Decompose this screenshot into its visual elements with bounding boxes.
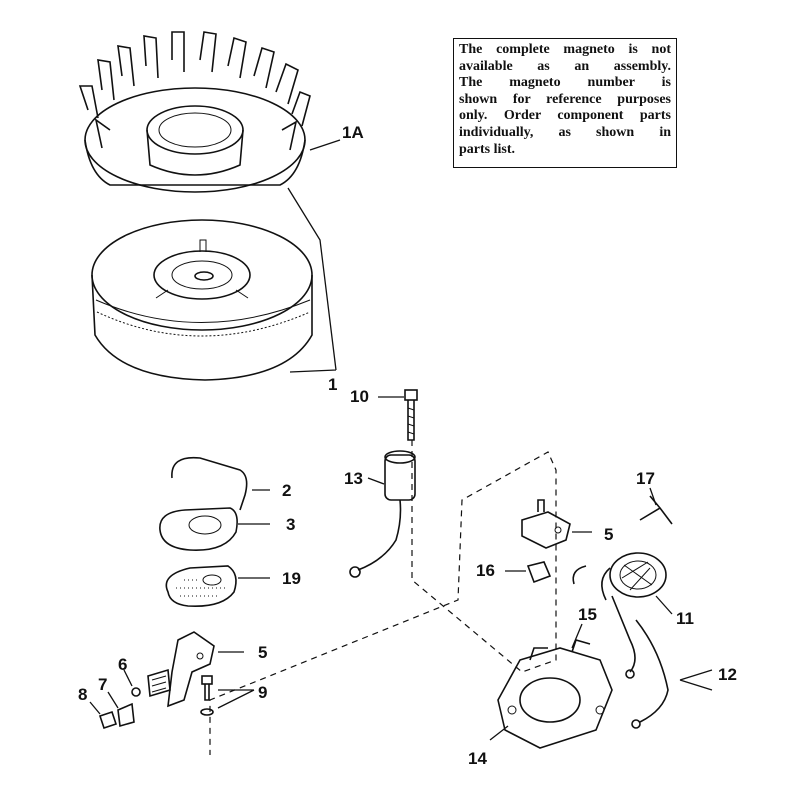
part-10-screw bbox=[378, 389, 418, 441]
callout-19: 19 bbox=[282, 569, 301, 588]
note-line-2: available as an assembly. bbox=[459, 58, 671, 74]
callout-5-upper: 5 bbox=[604, 525, 613, 544]
leader-1-1a bbox=[287, 139, 341, 373]
part-3-cover bbox=[159, 507, 270, 551]
part-11-coil bbox=[572, 552, 673, 679]
callout-labels: 1A 1 10 2 3 13 19 5 5 16 17 11 15 12 6 7… bbox=[78, 123, 737, 768]
part-14-15-base bbox=[489, 623, 613, 749]
callout-3: 3 bbox=[286, 515, 295, 534]
part-19-felt bbox=[165, 565, 270, 608]
callout-8: 8 bbox=[78, 685, 87, 704]
callout-12: 12 bbox=[718, 665, 737, 684]
note-line-5: only. Order component parts bbox=[459, 108, 671, 124]
part-13-condenser bbox=[349, 450, 416, 578]
part-1a-fan bbox=[78, 31, 311, 193]
part-8-nut bbox=[89, 701, 118, 730]
callout-16: 16 bbox=[476, 561, 495, 580]
part-7-washer bbox=[107, 691, 135, 728]
note-line-7: parts list. bbox=[459, 141, 515, 157]
note-line-1: The complete magneto is not bbox=[459, 42, 671, 57]
part-2-clip bbox=[171, 456, 270, 511]
callout-13: 13 bbox=[344, 469, 363, 488]
part-1-flywheel bbox=[91, 219, 313, 381]
callout-5-lower: 5 bbox=[258, 643, 267, 662]
part-12-leads bbox=[631, 619, 713, 729]
assembly-lines bbox=[209, 440, 557, 755]
callout-1a: 1A bbox=[342, 123, 364, 142]
note-line-6: individually, as shown in bbox=[459, 124, 671, 140]
part-6-spring bbox=[123, 668, 171, 698]
callout-1: 1 bbox=[328, 375, 337, 394]
callout-2: 2 bbox=[282, 481, 291, 500]
callout-15: 15 bbox=[578, 605, 597, 624]
part-17-clip bbox=[639, 487, 673, 525]
note-line-3: The magneto number is bbox=[459, 75, 671, 91]
note-box: The complete magneto is not available as… bbox=[453, 38, 677, 168]
callout-6: 6 bbox=[118, 655, 127, 674]
callout-14: 14 bbox=[468, 749, 487, 768]
callout-9: 9 bbox=[258, 683, 267, 702]
callout-7: 7 bbox=[98, 675, 107, 694]
part-5-upper-bracket bbox=[521, 499, 592, 549]
callout-11: 11 bbox=[676, 609, 694, 628]
callout-17: 17 bbox=[636, 469, 655, 488]
part-9-screw-washer bbox=[200, 675, 255, 716]
part-16-block bbox=[505, 561, 552, 584]
callout-10: 10 bbox=[350, 387, 369, 406]
part-5-lower-bracket bbox=[167, 631, 244, 708]
note-line-4: shown for reference purposes bbox=[459, 91, 671, 107]
